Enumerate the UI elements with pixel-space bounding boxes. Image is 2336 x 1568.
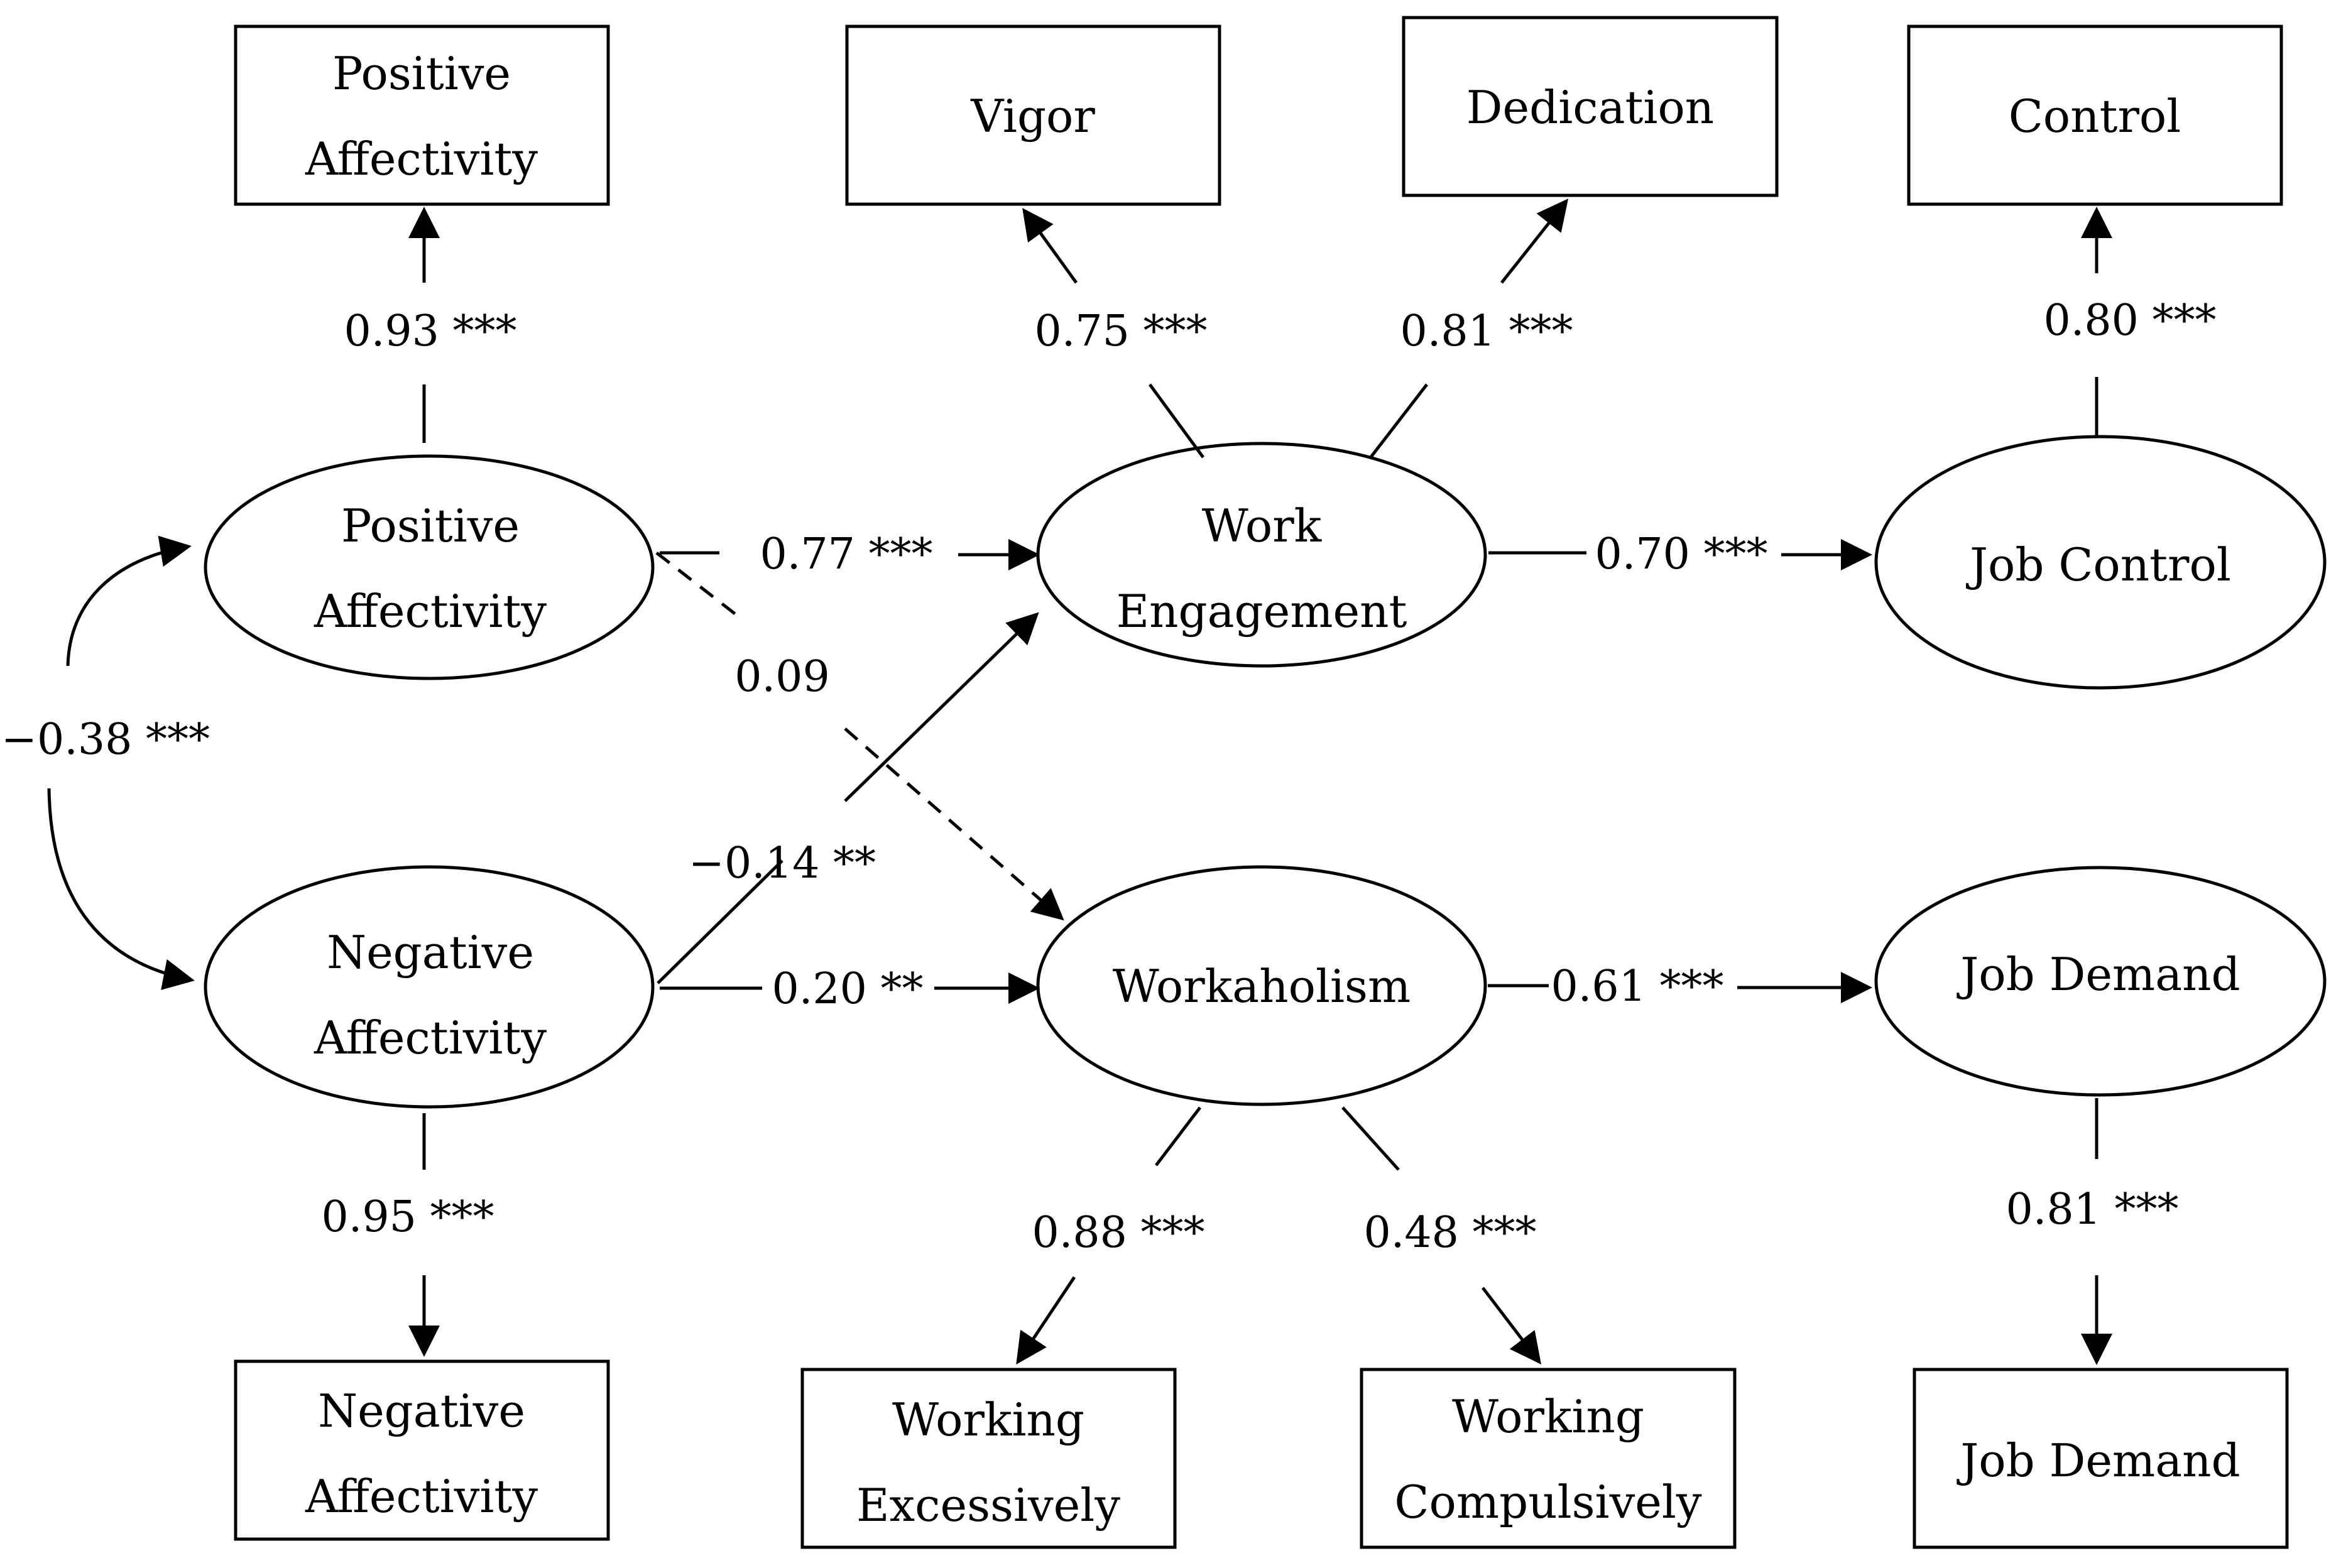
path-pa-to-workaholism-dashed: 0.09 [655,552,1064,921]
latent-negative-affectivity-line1: Negative [327,926,534,979]
coef-working-compulsively-loading: 0.48 *** [1363,1208,1536,1258]
path-working-excessively-loading: 0.88 *** [1016,1106,1205,1365]
coef-na-to-workaholism: 0.20 ** [772,964,923,1014]
latent-job-control-label: Job Control [1965,538,2231,591]
path-pa-loading: 0.93 *** [344,207,517,443]
path-work-engagement-to-job-control: 0.70 *** [1488,530,1872,579]
path-workaholism-to-job-demand: 0.61 *** [1488,962,1872,1011]
path-pa-na-correlation: −0.38 *** [1,535,210,990]
latent-workaholism: Workaholism [1036,865,1487,1106]
coef-job-demand-loading: 0.81 *** [2006,1185,2178,1234]
coef-pa-loading: 0.93 *** [344,307,516,356]
latent-work-engagement-line1: Work [1202,499,1323,552]
box-negative-affectivity-line2: Affectivity [305,1470,538,1523]
path-dedication-loading: 0.81 *** [1368,199,1573,460]
path-na-to-workaholism: 0.20 ** [660,964,1040,1014]
path-na-to-work-engagement: −0.14 ** [657,612,1039,984]
box-job-demand: Job Demand [1913,1368,2289,1549]
box-job-demand-label: Job Demand [1956,1434,2240,1487]
coef-working-excessively-loading: 0.88 *** [1032,1208,1204,1258]
box-working-compulsively-line1: Working [1452,1390,1644,1443]
coef-dedication-loading: 0.81 *** [1400,307,1573,356]
box-control: Control [1907,24,2283,206]
latent-job-control: Job Control [1874,435,2327,690]
path-control-loading: 0.80 *** [2043,207,2217,435]
latent-work-engagement: Work Engagement [1036,442,1487,668]
box-control-label: Control [2009,90,2181,143]
coef-control-loading: 0.80 *** [2043,296,2216,346]
coef-na-loading: 0.95 *** [321,1192,494,1242]
box-negative-affectivity: Negative Affectivity [234,1359,610,1541]
latent-positive-affectivity-line1: Positive [341,499,520,552]
coef-pa-to-work-engagement: 0.77 *** [760,530,932,579]
path-na-loading: 0.95 *** [321,1113,494,1357]
box-positive-affectivity-line2: Affectivity [305,133,538,185]
box-vigor: Vigor [845,24,1221,206]
latent-job-demand: Job Demand [1874,866,2327,1097]
box-positive-affectivity: Positive Affectivity [234,24,610,206]
box-working-compulsively-line2: Compulsively [1394,1476,1701,1528]
latent-work-engagement-line2: Engagement [1116,585,1407,638]
latent-negative-affectivity-line2: Affectivity [314,1011,547,1064]
coef-pa-na-correlation: −0.38 *** [1,715,210,765]
latent-positive-affectivity-line2: Affectivity [314,585,547,638]
path-job-demand-loading: 0.81 *** [2006,1098,2179,1365]
box-dedication: Dedication [1402,16,1779,197]
latent-positive-affectivity: Positive Affectivity [204,454,655,680]
coef-vigor-loading: 0.75 *** [1034,307,1207,356]
box-working-excessively-line1: Working [892,1393,1084,1446]
coef-na-to-work-engagement: −0.14 ** [689,839,876,888]
box-dedication-label: Dedication [1466,81,1714,134]
box-working-compulsively: Working Compulsively [1360,1368,1737,1549]
path-working-compulsively-loading: 0.48 *** [1341,1106,1542,1364]
coef-workaholism-to-job-demand: 0.61 *** [1551,962,1723,1011]
box-vigor-label: Vigor [970,90,1095,143]
box-positive-affectivity-line1: Positive [332,47,511,100]
box-working-excessively-line2: Excessively [856,1479,1120,1532]
box-working-excessively: Working Excessively [800,1368,1177,1549]
latent-job-demand-label: Job Demand [1956,948,2240,1001]
path-pa-to-work-engagement: 0.77 *** [660,530,1040,579]
coef-work-engagement-to-job-control: 0.70 *** [1595,530,1767,579]
latent-negative-affectivity: Negative Affectivity [204,865,655,1109]
box-negative-affectivity-line1: Negative [318,1385,525,1437]
coef-pa-to-workaholism: 0.09 [734,652,829,702]
path-vigor-loading: 0.75 *** [1022,207,1208,459]
latent-workaholism-label: Workaholism [1113,960,1411,1013]
